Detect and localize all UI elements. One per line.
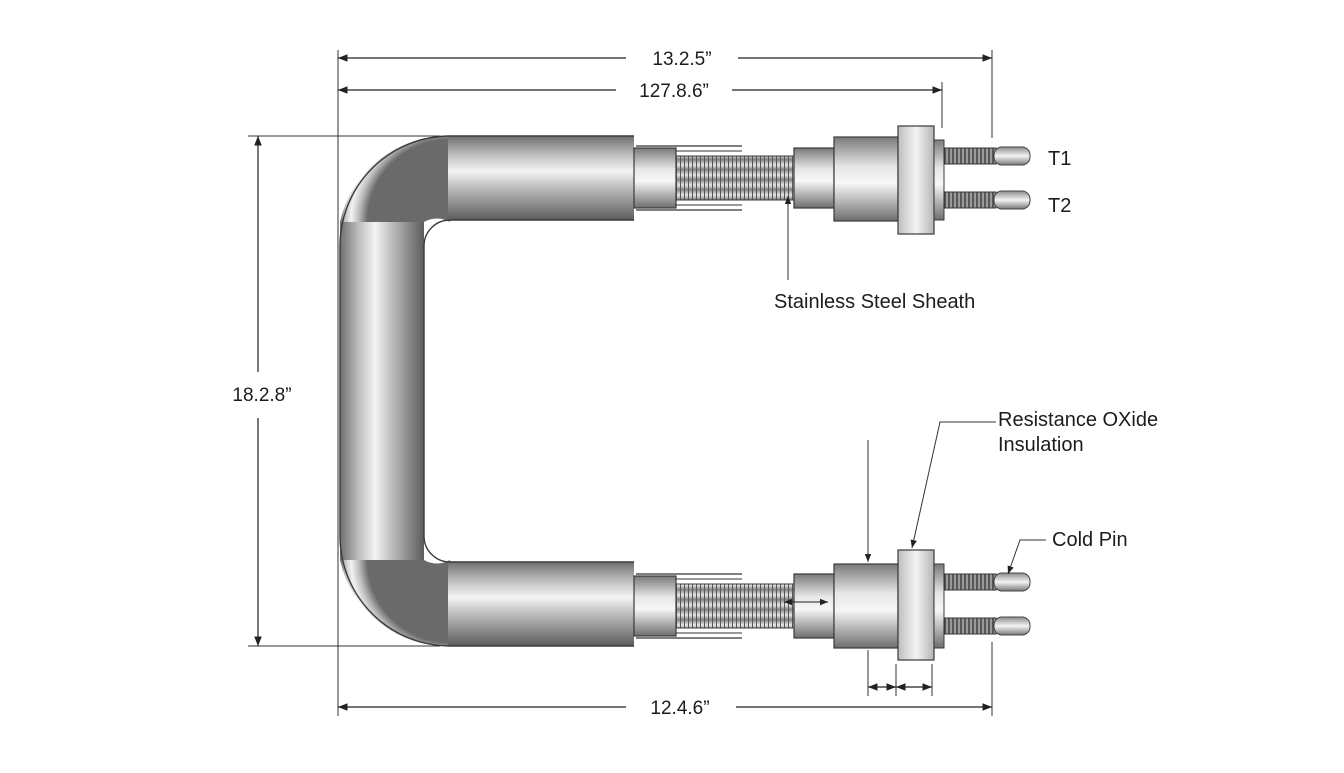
- dim-label-height: 18.2.8”: [232, 385, 291, 406]
- callout-sheath: Stainless Steel Sheath: [774, 196, 975, 313]
- flexible-conduit-bottom: [675, 583, 795, 629]
- insulator-washer-top: [897, 125, 935, 235]
- tube-top-leg: [448, 136, 634, 220]
- callout-terminals: T1 T2: [1048, 148, 1071, 217]
- callout-insulation: Resistance OXide Insulation: [864, 409, 1158, 562]
- insulation-label-line1: Resistance OXide: [998, 409, 1158, 431]
- cold-pin-label: Cold Pin: [1052, 529, 1128, 551]
- tube-top-bend: [340, 135, 450, 222]
- dimension-height: 18.2.8”: [232, 136, 292, 646]
- extension-lines: [248, 50, 993, 716]
- insulation-label-line2: Insulation: [998, 434, 1084, 456]
- tube-bottom-leg: [448, 562, 634, 646]
- dim-label-bottom-length: 12.4.6”: [650, 698, 709, 719]
- dim-label-inner-length: 127.8.6”: [639, 81, 709, 102]
- dimension-inner-length: 127.8.6”: [338, 81, 942, 102]
- terminal-pin-t2: [943, 191, 997, 209]
- terminal-label-t2: T2: [1048, 195, 1071, 217]
- tube-bottom-bend: [340, 560, 450, 647]
- u-tube-sheath: [339, 135, 634, 647]
- dimension-bottom-length: 12.4.6”: [338, 698, 992, 719]
- top-terminal-assembly: [633, 125, 1031, 235]
- terminal-label-t1: T1: [1048, 148, 1071, 170]
- sheath-label: Stainless Steel Sheath: [774, 291, 975, 313]
- tube-vertical-leg: [340, 222, 424, 560]
- cold-pin-upper: [943, 573, 997, 591]
- dimension-overall-length: 13.2.5”: [338, 49, 992, 70]
- bottom-terminal-assembly: [633, 549, 1031, 661]
- cold-pin-lower: [943, 617, 997, 635]
- insulator-washer-bottom: [897, 549, 935, 661]
- dim-label-overall-length: 13.2.5”: [652, 49, 711, 70]
- callout-cold-pin: Cold Pin: [1007, 529, 1128, 575]
- terminal-pin-t1: [943, 147, 997, 165]
- flexible-conduit-top: [675, 155, 795, 201]
